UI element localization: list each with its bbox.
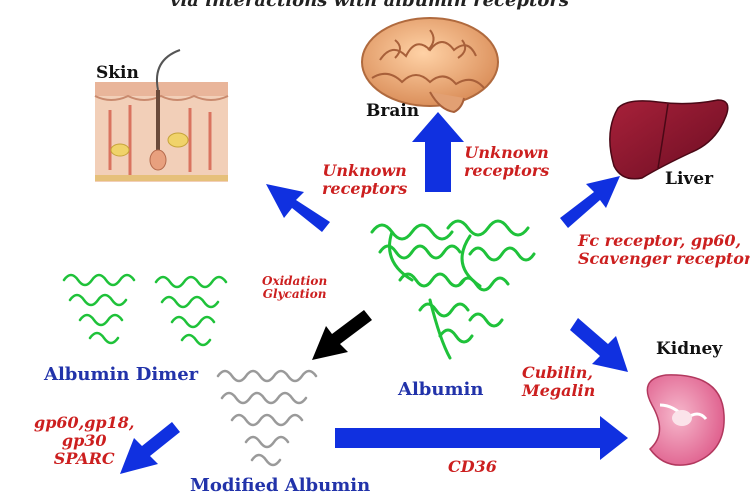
kidney-receptor-label: Cubilin, Megalin [522,364,595,400]
brain-receptor-label: Unknown receptors [464,144,549,180]
albumin-label: Albumin [398,379,484,400]
liver-image [609,99,729,180]
modification-line1: Oxidation [262,274,328,288]
brain-label: Brain [366,101,420,121]
skin-label: Skin [96,63,139,83]
skin-receptor-label: Unknown receptors [322,162,407,198]
brain-image [361,17,499,114]
modified-receptor-label: gp60,gp18, gp30 SPARC [34,414,134,468]
arrow-to-kidney [570,318,628,372]
modification-line2: Glycation [262,287,327,302]
liver-receptor-line2: Scavenger receptors [578,248,750,268]
kidney-receptor-line2: Megalin [522,380,596,400]
modified-albumin-label: Modified Albumin [190,475,371,496]
arrow-to-modified-albumin [312,310,372,360]
kidney-receptor-line1: Cubilin, [522,363,593,382]
brain-receptor-line2: receptors [464,160,550,180]
arrow-to-skin [266,184,330,232]
skin-image [94,49,229,182]
liver-receptor-line1: Fc receptor, gp60, [578,231,742,250]
arrow-modified-to-kidney [335,416,628,460]
arrow-modified-to-receptors [120,422,180,474]
kidney-label: Kidney [656,339,723,359]
modified-albumin-image [216,369,318,467]
arrow-to-liver [560,176,620,228]
modified-receptor-line3: SPARC [53,448,115,468]
liver-label: Liver [665,169,714,189]
modification-label: Oxidation Glycation [262,274,328,302]
cd36-label: CD36 [448,457,497,476]
kidney-image [646,374,725,466]
modified-receptor-line2: gp30 [61,430,107,450]
skin-receptor-line2: receptors [322,178,408,198]
liver-receptor-label: Fc receptor, gp60, Scavenger receptors [578,232,750,268]
skin-receptor-line1: Unknown [322,161,407,180]
arrow-to-brain [412,112,464,192]
title-fragment: via interactions with albumin receptors [170,0,569,11]
albumin-structure-image [370,219,536,360]
albumin-dimer-image [62,273,228,347]
albumin-dimer-label: Albumin Dimer [44,364,199,385]
modified-receptor-line1: gp60,gp18, [34,413,135,432]
brain-receptor-line1: Unknown [464,143,549,162]
